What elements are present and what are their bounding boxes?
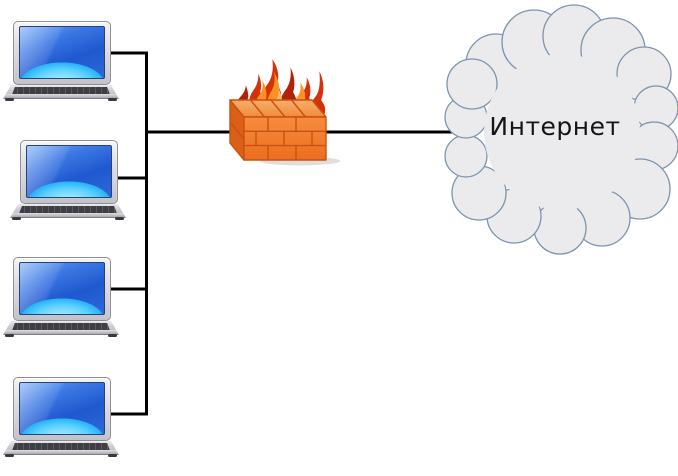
laptop-keyboard [12,443,110,451]
laptop-keyboard [12,323,110,331]
laptop-3 [3,257,119,337]
laptop-base [10,204,126,218]
laptop-front-lip [10,213,126,218]
laptop-base [3,441,119,455]
brick-wall-icon [229,99,327,161]
laptop-foot-left [12,217,21,220]
firewall-icon [229,55,340,166]
laptop-2 [10,140,126,220]
laptop-foot-right [108,98,117,101]
laptop-foot-left [5,334,14,337]
laptop-front-lip [3,94,119,99]
laptop-foot-left [5,98,14,101]
laptop-screen-frame [13,21,111,85]
laptop-display [19,382,105,435]
internet-cloud [444,4,678,255]
laptop-screen-frame [13,257,111,321]
laptop-keyboard [12,87,110,95]
laptop-base [3,321,119,335]
laptop-base-body [3,321,119,335]
laptop-foot-right [108,454,117,457]
laptop-display [19,262,105,315]
laptop-base-body [10,204,126,218]
cloud-body [484,54,640,210]
laptop-foot-right [115,217,124,220]
laptop-base-body [3,441,119,455]
laptop-foot-left [5,454,14,457]
laptop-screen-frame [20,140,118,204]
laptop-display [26,145,112,198]
laptop-base [3,85,119,99]
laptop-foot-right [108,334,117,337]
laptop-1 [3,21,119,101]
laptop-4 [3,377,119,457]
laptop-base-body [3,85,119,99]
internet-label: Интернет [489,112,621,141]
laptop-display [19,26,105,79]
laptop-keyboard [19,206,117,214]
laptop-front-lip [3,330,119,335]
laptop-front-lip [3,450,119,455]
laptop-screen-frame [13,377,111,441]
